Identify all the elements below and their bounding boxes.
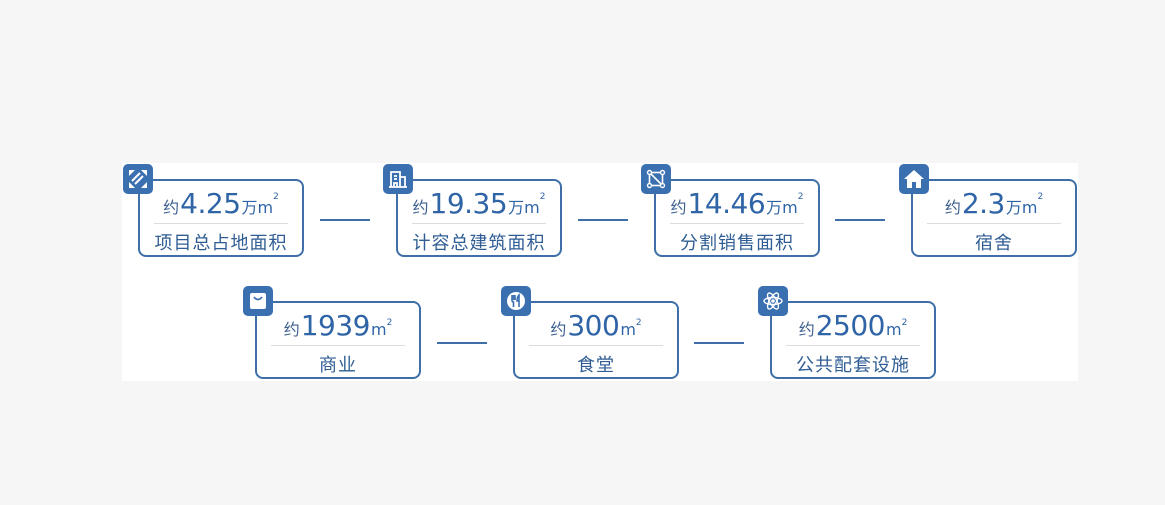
stat-value: 约 2.3 万m2 <box>913 187 1075 221</box>
connector-line <box>835 219 885 221</box>
prefix: 约 <box>283 320 300 339</box>
divider <box>786 345 920 346</box>
unit: 万m2 <box>766 192 804 217</box>
number: 2500 <box>815 309 886 342</box>
prefix: 约 <box>412 198 429 217</box>
stat-card-canteen: 约 300 m2 食堂 <box>513 301 679 379</box>
number: 300 <box>567 309 620 342</box>
divider <box>271 345 405 346</box>
stat-card-saleable-area: 约 14.46 万m2 分割销售面积 <box>654 179 820 257</box>
building-icon <box>383 164 413 194</box>
divider <box>927 223 1061 224</box>
connector-line <box>437 342 487 344</box>
shopping-bag-icon <box>243 286 273 316</box>
stat-value: 约 1939 m2 <box>257 309 419 343</box>
number: 14.46 <box>687 187 766 220</box>
divider <box>412 223 546 224</box>
fork-knife-icon <box>501 286 531 316</box>
prefix: 约 <box>798 320 815 339</box>
unit: m2 <box>620 318 642 339</box>
unit: 万m2 <box>241 192 279 217</box>
number: 4.25 <box>180 187 241 220</box>
divider <box>154 223 288 224</box>
stat-value: 约 300 m2 <box>515 309 677 343</box>
unit: m2 <box>370 318 393 339</box>
number: 1939 <box>300 309 371 342</box>
connector-line <box>694 342 744 344</box>
stat-card-total-land-area: 约 4.25 万m2 项目总占地面积 <box>138 179 304 257</box>
stat-label: 宿舍 <box>975 233 1013 254</box>
stat-label: 公共配套设施 <box>796 355 910 376</box>
home-icon <box>899 164 929 194</box>
stat-label: 商业 <box>319 355 357 376</box>
prefix: 约 <box>163 198 180 217</box>
prefix: 约 <box>670 198 687 217</box>
unit: 万m2 <box>1005 192 1044 217</box>
connector-line <box>578 219 628 221</box>
connector-line <box>320 219 370 221</box>
divider <box>670 223 804 224</box>
stat-value: 约 19.35 万m2 <box>398 187 560 221</box>
divider <box>529 345 663 346</box>
stat-label: 项目总占地面积 <box>154 233 288 254</box>
prefix: 约 <box>944 198 961 217</box>
stat-label: 食堂 <box>577 355 615 376</box>
number: 19.35 <box>429 187 508 220</box>
stat-card-public-facilities: 约 2500 m2 公共配套设施 <box>770 301 936 379</box>
stat-label: 计容总建筑面积 <box>412 233 546 254</box>
stat-card-dormitory: 约 2.3 万m2 宿舍 <box>911 179 1077 257</box>
prefix: 约 <box>550 320 567 339</box>
atom-icon <box>758 286 788 316</box>
stat-card-total-floor-area: 约 19.35 万m2 计容总建筑面积 <box>396 179 562 257</box>
unit: m2 <box>885 318 908 339</box>
unit: 万m2 <box>508 192 546 217</box>
stat-value: 约 4.25 万m2 <box>140 187 302 221</box>
area-diagonal-icon <box>123 164 153 194</box>
split-square-icon <box>641 164 671 194</box>
number: 2.3 <box>961 187 1006 220</box>
stat-label: 分割销售面积 <box>680 233 794 254</box>
stat-value: 约 2500 m2 <box>772 309 934 343</box>
stat-value: 约 14.46 万m2 <box>656 187 818 221</box>
stat-card-commercial: 约 1939 m2 商业 <box>255 301 421 379</box>
